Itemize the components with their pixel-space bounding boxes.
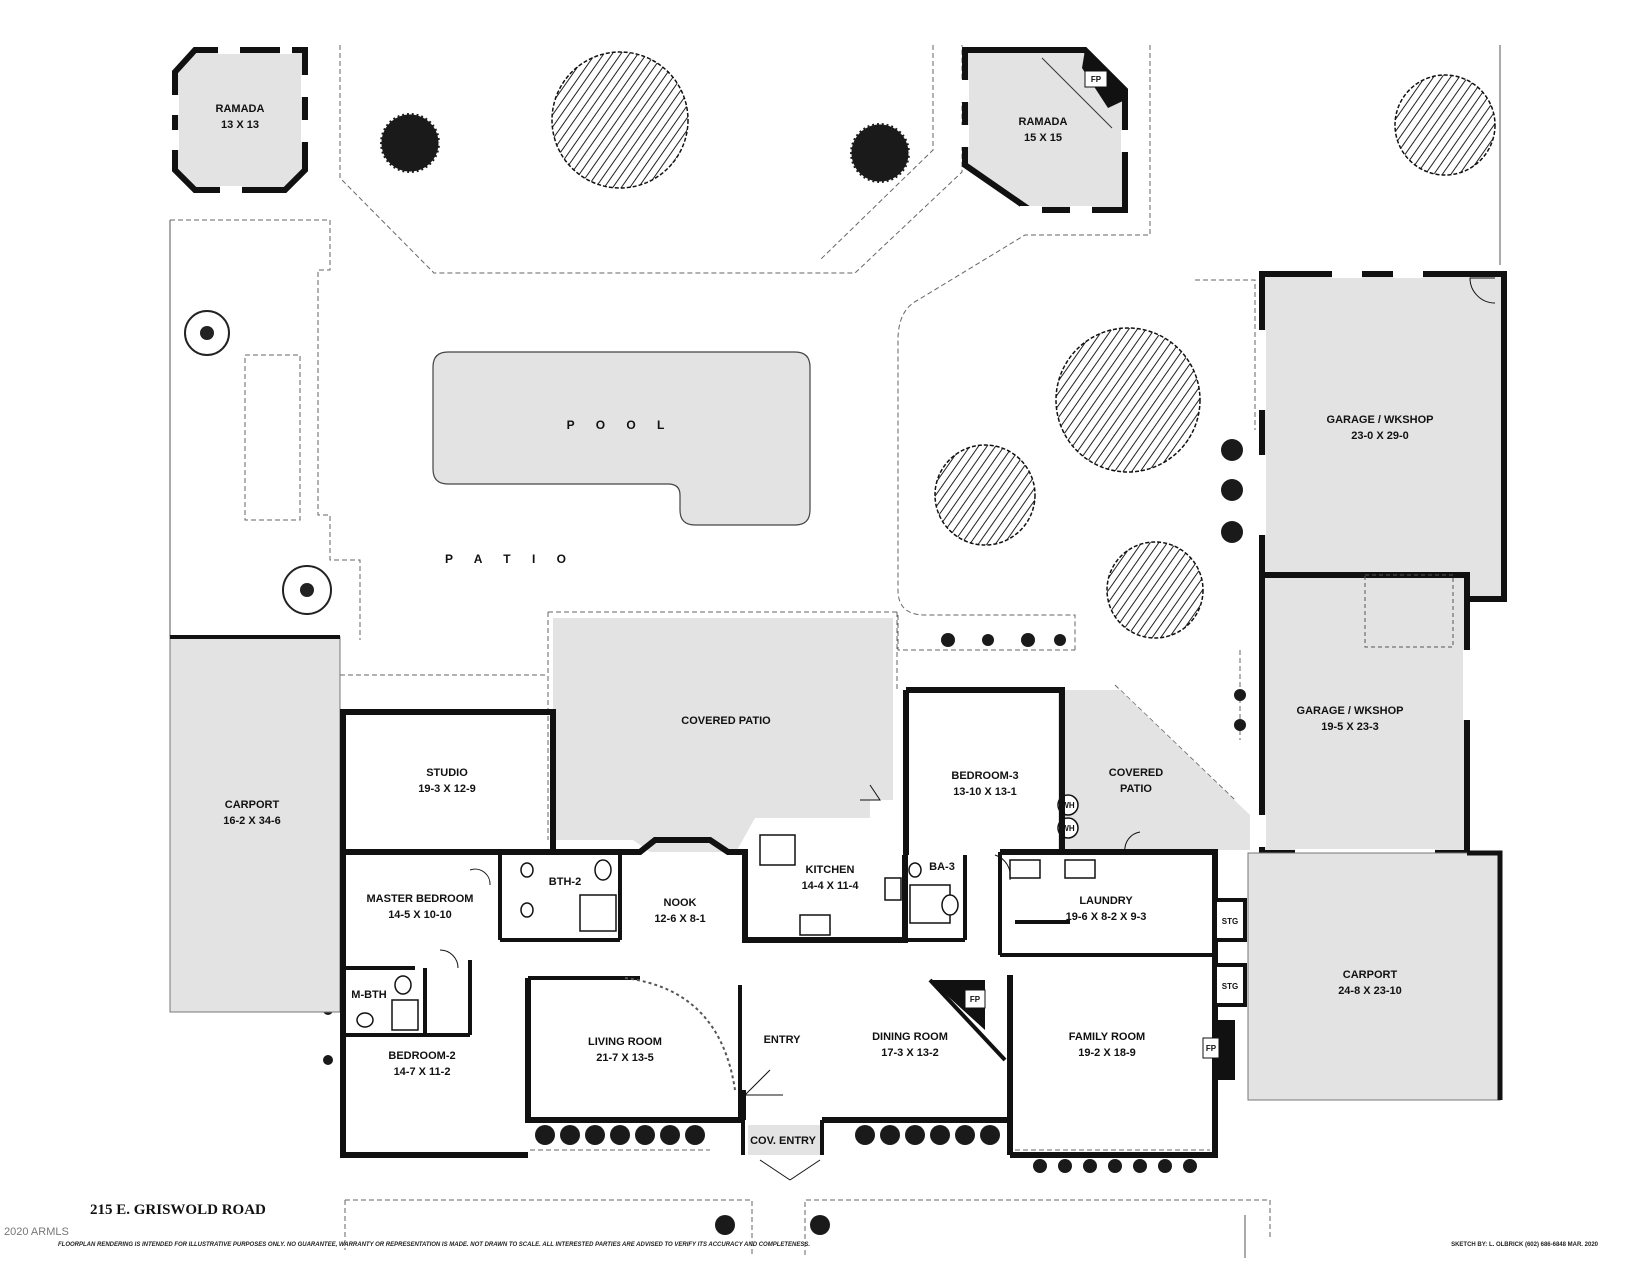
kitchen-size: 14-4 X 11-4 [802, 880, 860, 892]
shrub-icon [378, 111, 442, 175]
ramada-right-name: RAMADA [1019, 116, 1068, 128]
shrub-icon [848, 121, 912, 185]
bth2-label: BTH-2 [549, 876, 581, 888]
covered-patio-main-label: COVERED PATIO [681, 715, 771, 727]
nook-name: NOOK [664, 897, 697, 909]
master-bedroom-size: 14-5 X 10-10 [388, 909, 452, 921]
covered-patio-right-line2: PATIO [1120, 783, 1152, 795]
covered-patio-right: COVERED PATIO WH WH [1057, 690, 1250, 850]
carport-left: CARPORT 16-2 X 34-6 [169, 635, 341, 1013]
carport-left-name: CARPORT [225, 799, 280, 811]
master-bedroom-name: MASTER BEDROOM [367, 893, 474, 905]
dining-room-name: DINING ROOM [872, 1031, 948, 1043]
studio-size: 19-3 X 12-9 [418, 783, 475, 795]
studio-name: STUDIO [426, 767, 468, 779]
garage-1-size: 23-0 X 29-0 [1351, 430, 1408, 442]
garage-2-size: 19-5 X 23-3 [1321, 721, 1378, 733]
disclaimer: FLOORPLAN RENDERING IS INTENDED FOR ILLU… [58, 1242, 811, 1248]
living-arc [624, 977, 736, 1091]
covered-patio-right-line1: COVERED [1109, 767, 1163, 779]
patio-label: P A T I O [445, 552, 575, 566]
ramada-left-name: RAMADA [216, 103, 265, 115]
storage-closets: STG STG [1213, 898, 1247, 1007]
tree-icon [1055, 327, 1201, 473]
laundry-name: LAUNDRY [1079, 895, 1133, 907]
copyright: 2020 ARMLS [4, 1226, 69, 1238]
kitchen-name: KITCHEN [806, 864, 855, 876]
garage-2-name: GARAGE / WKSHOP [1297, 705, 1404, 717]
carport-left-size: 16-2 X 34-6 [223, 815, 280, 827]
m-bth-label: M-BTH [351, 989, 386, 1001]
carport-right: CARPORT 24-8 X 23-10 [1247, 850, 1503, 1101]
door-swings [439, 784, 1141, 1181]
bedroom2-size: 14-7 X 11-2 [394, 1066, 451, 1078]
nook-size: 12-6 X 8-1 [654, 913, 705, 925]
family-room-name: FAMILY ROOM [1069, 1031, 1145, 1043]
living-room-name: LIVING ROOM [588, 1036, 662, 1048]
fixtures [356, 834, 1096, 1031]
ramada-left-size: 13 X 13 [221, 119, 259, 131]
fireplaces: FP FP [930, 980, 1235, 1080]
storage-label-2: STG [1222, 982, 1238, 991]
garage-2: GARAGE / WKSHOP 19-5 X 23-3 [1258, 572, 1471, 857]
living-room-size: 21-7 X 13-5 [596, 1052, 653, 1064]
water-heater-label: WH [1061, 801, 1075, 810]
storage-label-1: STG [1222, 917, 1238, 926]
dining-room-size: 17-3 X 13-2 [881, 1047, 938, 1059]
pool: P O O L [432, 351, 811, 526]
ba3-label: BA-3 [929, 861, 955, 873]
family-fp-label: FP [1206, 1044, 1217, 1053]
tree-icon [1106, 541, 1204, 639]
bedroom3-size: 13-10 X 13-1 [953, 786, 1017, 798]
garage-1-name: GARAGE / WKSHOP [1327, 414, 1434, 426]
covered-patio-main: COVERED PATIO [553, 618, 893, 852]
bedroom3-name: BEDROOM-3 [951, 770, 1018, 782]
family-room-size: 19-2 X 18-9 [1078, 1047, 1135, 1059]
pool-label: P O O L [567, 418, 674, 432]
tree-icon [1394, 74, 1496, 176]
carport-right-size: 24-8 X 23-10 [1338, 985, 1402, 997]
tree-icon [934, 444, 1036, 546]
sketch-credit: SKETCH BY: L. OLBRICK (602) 686-6848 MAR… [1451, 1242, 1598, 1248]
ramada-right-fp: FP [1091, 75, 1102, 84]
water-heater-label-2: WH [1061, 824, 1075, 833]
cov-entry-label: COV. ENTRY [750, 1135, 816, 1147]
dining-fp-label: FP [970, 995, 981, 1004]
garage-1: GARAGE / WKSHOP 23-0 X 29-0 [1258, 270, 1507, 602]
room-labels: STUDIO 19-3 X 12-9 BEDROOM-3 13-10 X 13-… [351, 767, 1146, 1155]
laundry-size: 19-6 X 8-2 X 9-3 [1066, 911, 1147, 923]
ramada-right-size: 15 X 15 [1024, 132, 1062, 144]
ramada-right: FP RAMADA 15 X 15 [961, 47, 1129, 214]
bedroom2-name: BEDROOM-2 [388, 1050, 455, 1062]
ramada-left: RAMADA 13 X 13 [171, 46, 309, 194]
entry-label: ENTRY [764, 1034, 802, 1046]
address: 215 E. GRISWOLD ROAD [90, 1202, 266, 1218]
interior-walls [343, 850, 1215, 1157]
tree-icon [551, 51, 689, 189]
carport-right-name: CARPORT [1343, 969, 1398, 981]
landscaping [184, 51, 1496, 1235]
